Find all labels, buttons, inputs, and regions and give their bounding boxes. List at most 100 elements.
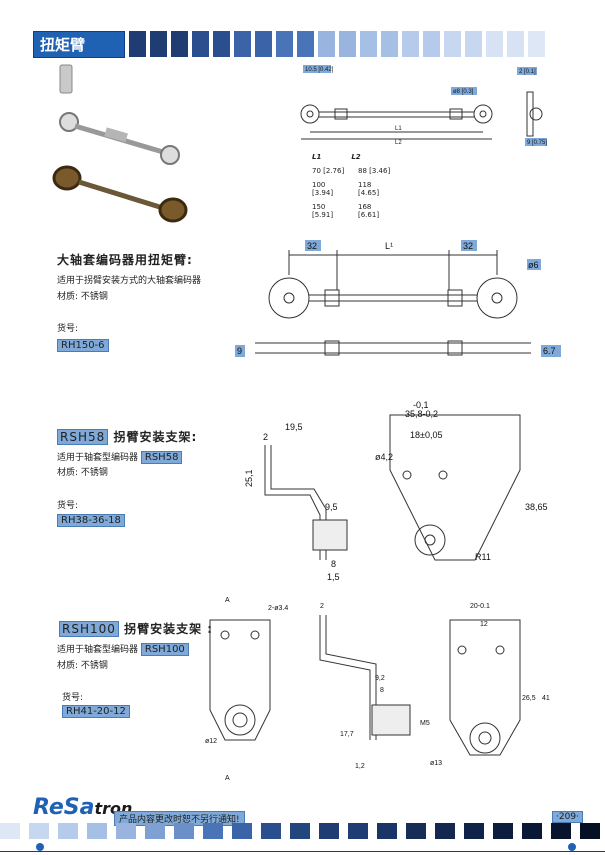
- section3-desc-text: 适用于轴套型编码器: [57, 645, 139, 655]
- header-square: [318, 31, 335, 57]
- header-square: [465, 31, 482, 57]
- footer-dot-right: [568, 843, 576, 851]
- page-title: 扭矩臂: [33, 31, 125, 58]
- header-square: [402, 31, 419, 57]
- product-photos: [52, 64, 188, 223]
- dim-label: 2 [0.1]: [519, 69, 536, 75]
- footer-line: [0, 851, 605, 852]
- dim-label: 1,5: [327, 572, 340, 582]
- dim-label: ø4,2: [375, 452, 393, 462]
- dim-label: 17,7: [340, 731, 354, 738]
- dim-label: 19,5: [285, 422, 303, 432]
- dim-label: 6.7: [543, 346, 556, 356]
- header-square: [255, 31, 272, 57]
- footer-square: [87, 823, 107, 839]
- header-square: [276, 31, 293, 57]
- dim-label: 9,5: [325, 502, 338, 512]
- torque-arm-photo-2: [52, 165, 188, 223]
- footer-square: [116, 823, 136, 839]
- dim-label: 18±0,05: [410, 430, 442, 440]
- header-bar: 扭矩臂: [33, 31, 545, 58]
- rsh100-bracket-drawing: A A 2-ø3.4 ø12 2 9,2 8 17,7 1,2 M5 20-0.…: [205, 597, 550, 782]
- dim-label: 2: [320, 603, 324, 610]
- header-square: [297, 31, 314, 57]
- table-header: L1: [312, 153, 322, 161]
- table-header: L2: [351, 153, 361, 161]
- header-square: [423, 31, 440, 57]
- section1-part-label: 货号:: [57, 324, 79, 334]
- dim-label: 8: [380, 687, 384, 694]
- header-square: [507, 31, 524, 57]
- footer-square: [145, 823, 165, 839]
- section1-material: 材质: 不锈钢: [57, 292, 108, 302]
- table-cell: 70 [2.76]: [312, 167, 345, 175]
- rsh58-bracket-drawing: 19,5 2 25,1 9,5 8 1,5 -0,1 35,8-0,2 18±0…: [244, 400, 548, 582]
- header-decoration: [129, 31, 545, 58]
- dim-label: 10.5 [0.42]: [305, 67, 334, 73]
- header-square: [444, 31, 461, 57]
- footer-square: [58, 823, 78, 839]
- table-row: 150 [5.91]168 [6.61]: [312, 203, 392, 219]
- torque-arm-photo-1: [59, 64, 180, 165]
- footer-square: [261, 823, 281, 839]
- section2-desc-code: RSH58: [140, 451, 183, 464]
- header-square: [234, 31, 251, 57]
- footer-square: [203, 823, 223, 839]
- footer-square: [551, 823, 571, 839]
- section2-material: 材质: 不锈钢: [57, 468, 108, 478]
- torque-arm-drawing: 10.5 [0.42] L1 L2 ø8 [0.3] 2 [0.1] 9 [0.…: [300, 65, 547, 146]
- dim-label: 20-0.1: [470, 603, 490, 610]
- dim-label: L¹: [385, 241, 393, 251]
- table-cell: 168 [6.61]: [358, 203, 380, 219]
- section3-part-label: 货号:: [62, 693, 84, 703]
- header-square: [150, 31, 167, 57]
- section2-model-code: RSH58: [57, 429, 109, 445]
- dim-label: 32: [463, 241, 473, 251]
- dim-label: A: [225, 775, 230, 782]
- section1-part-number: RH150-6: [57, 339, 109, 352]
- section3-desc: 适用于轴套型编码器 RSH100: [57, 643, 189, 657]
- table-row: 100 [3.94]118 [4.65]: [312, 181, 392, 197]
- dim-label: 1,2: [355, 763, 365, 770]
- dim-label: 25,1: [244, 469, 254, 487]
- dim-label: ø6: [528, 260, 539, 270]
- dim-label: 2: [263, 432, 268, 442]
- dim-label: L2: [395, 140, 402, 146]
- footer-square: [580, 823, 600, 839]
- dim-label: 38,65: [525, 502, 548, 512]
- section2-part-label: 货号:: [57, 501, 79, 511]
- dim-label: 9,2: [375, 675, 385, 682]
- section3-material: 材质: 不锈钢: [57, 661, 108, 671]
- section2-title-text: 拐臂安装支架:: [113, 430, 198, 444]
- section3-title: RSH100 拐臂安装支架 :: [59, 620, 213, 637]
- dim-label: 26,5: [522, 695, 536, 702]
- footer-decoration: [0, 823, 600, 839]
- footer-square: [29, 823, 49, 839]
- dim-label: 41: [542, 695, 550, 702]
- footer-square: [406, 823, 426, 839]
- dim-label: ø8 [0.3]: [453, 89, 474, 95]
- section3-part-number: RH41-20-12: [62, 705, 130, 718]
- section1-title: 大轴套编码器用扭矩臂:: [57, 253, 193, 267]
- header-square: [486, 31, 503, 57]
- footer-square: [0, 823, 20, 839]
- footer-square: [319, 823, 339, 839]
- header-square: [360, 31, 377, 57]
- section2-desc-text: 适用于轴套型编码器: [57, 453, 139, 463]
- dim-label: -0,1: [413, 400, 429, 410]
- dim-label: ø12: [205, 738, 217, 745]
- footer-square: [377, 823, 397, 839]
- section1-desc: 适用于拐臂安装方式的大轴套编码器: [57, 276, 202, 286]
- section3-desc-code: RSH100: [140, 643, 189, 656]
- torque-arm-dimension-drawing: 32 L¹ 32 ø6 9 6.7: [235, 240, 561, 357]
- dim-label: 2-ø3.4: [268, 605, 288, 612]
- table-cell: 118 [4.65]: [358, 181, 380, 197]
- dim-label: 8: [331, 559, 336, 569]
- dim-label: 9 [0.75]: [527, 140, 547, 146]
- footer-square: [232, 823, 252, 839]
- footer-square: [493, 823, 513, 839]
- dim-label: 35,8-0,2: [405, 409, 438, 419]
- header-square: [129, 31, 146, 57]
- dim-label: M5: [420, 720, 430, 727]
- footer-square: [290, 823, 310, 839]
